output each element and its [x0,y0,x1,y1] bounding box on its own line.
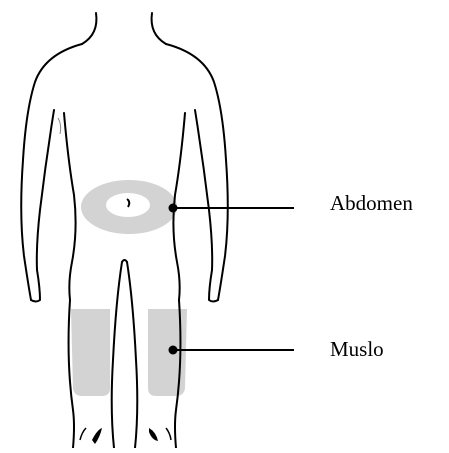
injection-zones [71,180,187,396]
thigh-zone-left [71,309,110,396]
abdomen-label: Abdomen [330,193,413,214]
thigh-label: Muslo [330,339,384,360]
thigh-callout [169,346,295,355]
knee-mark-left [92,428,102,444]
arm-vein-sketch [58,118,61,134]
abdomen-callout [169,204,295,213]
knee-marks [80,428,171,444]
knee-mark-right [149,428,158,441]
